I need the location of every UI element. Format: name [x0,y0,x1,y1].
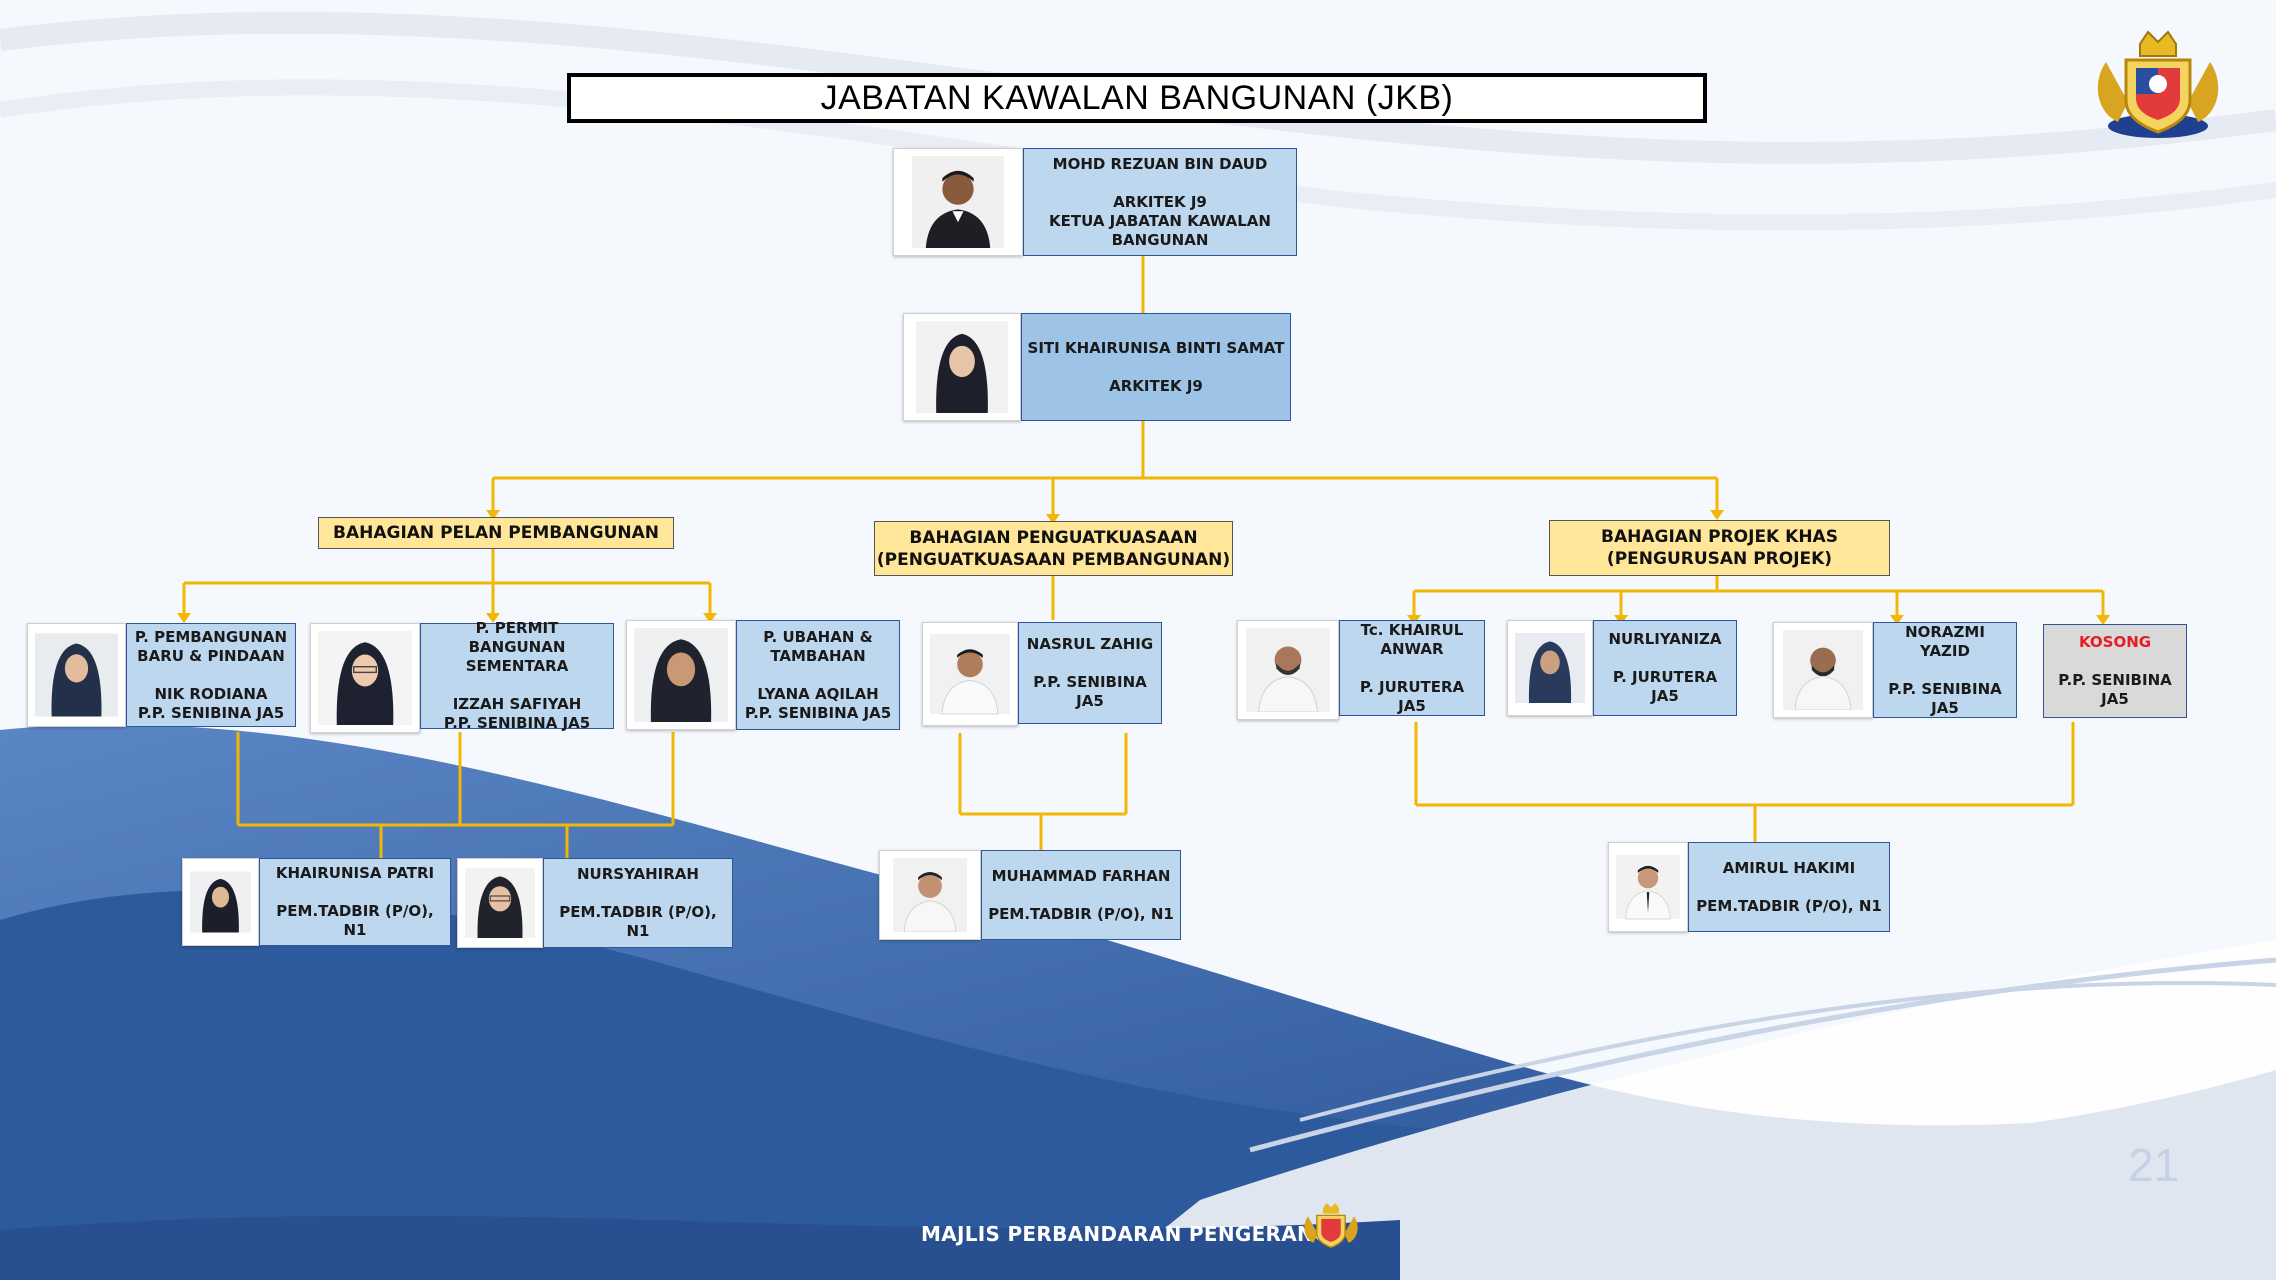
staff-card: P. PERMIT BANGUNAN SEMENTARA IZZAH SAFIY… [310,619,614,733]
person-photo-icon [1616,855,1680,920]
person-photo-icon [634,628,728,722]
clerk-name: NURSYAHIRAH [577,865,699,883]
deputy-photo [903,313,1021,421]
clerk-photo [1608,842,1688,932]
clerk-info: MUHAMMAD FARHAN PEM.TADBIR (P/O), N1 [981,850,1181,940]
staff-name: IZZAH SAFIYAH P.P. SENIBINA JA5 [443,695,591,732]
staff-card: NASRUL ZAHIG P.P. SENIBINA JA5 [922,622,1162,726]
staff-photo [1507,620,1593,716]
staff-card: P. PEMBANGUNAN BARU & PINDAAN NIK RODIAN… [27,623,296,727]
staff-photo [1237,620,1339,720]
staff-info: NASRUL ZAHIG P.P. SENIBINA JA5 [1018,622,1162,724]
clerk-card: NURSYAHIRAH PEM.TADBIR (P/O), N1 [457,858,733,948]
staff-info: P. UBAHAN & TAMBAHAN LYANA AQILAH P.P. S… [736,620,900,730]
section-title: BAHAGIAN PENGUATKUASAAN [909,527,1198,548]
clerk-role: PEM.TADBIR (P/O), N1 [559,903,717,940]
staff-card: P. UBAHAN & TAMBAHAN LYANA AQILAH P.P. S… [626,620,900,730]
staff-info: NURLIYANIZA P. JURUTERA JA5 [1593,620,1737,716]
deputy-card: SITI KHAIRUNISA BINTI SAMAT ARKITEK J9 [903,313,1291,421]
person-photo-icon [190,871,251,933]
staff-photo [310,623,420,733]
section-title: BAHAGIAN PROJEK KHAS [1601,527,1838,547]
person-photo-icon [465,868,535,938]
clerk-name: KHAIRUNISA PATRI [275,864,435,882]
staff-card: NORAZMI YAZID P.P. SENIBINA JA5 [1773,622,2017,718]
vacant-info: KOSONG P.P. SENIBINA JA5 [2043,624,2187,718]
person-photo-icon [1246,628,1330,712]
staff-title: Tc. KHAIRUL ANWAR [1360,620,1464,658]
staff-title: NASRUL ZAHIG [1026,635,1154,653]
staff-title: P. UBAHAN & TAMBAHAN [763,627,873,665]
staff-info: P. PERMIT BANGUNAN SEMENTARA IZZAH SAFIY… [420,619,614,732]
clerk-role: PEM.TADBIR (P/O), N1 [1696,896,1882,915]
page-number: 21 [2128,1139,2180,1191]
deputy-role: ARKITEK J9 [1109,376,1203,395]
staff-name: P.P. SENIBINA JA5 [1033,673,1147,710]
staff-card: NURLIYANIZA P. JURUTERA JA5 [1507,620,1737,716]
vacant-card: KOSONG P.P. SENIBINA JA5 [2043,624,2187,718]
section-subtitle: (PENGURUSAN PROJEK) [1606,549,1833,569]
staff-name: LYANA AQILAH P.P. SENIBINA JA5 [744,684,892,722]
staff-name: P. JURUTERA JA5 [1612,668,1718,705]
person-photo-icon [912,156,1004,248]
clerk-card: AMIRUL HAKIMI PEM.TADBIR (P/O), N1 [1608,842,1890,932]
staff-info: Tc. KHAIRUL ANWAR P. JURUTERA JA5 [1339,620,1485,716]
section-pelan-pembangunan: BAHAGIAN PELAN PEMBANGUNAN [318,517,674,549]
council-crest-logo [2097,30,2219,138]
vacant-label: KOSONG [2078,633,2152,651]
staff-title: NURLIYANIZA [1608,630,1722,648]
staff-photo [626,620,736,730]
staff-card: Tc. KHAIRUL ANWAR P. JURUTERA JA5 [1237,620,1485,720]
head-card: MOHD REZUAN BIN DAUD ARKITEK J9 KETUA JA… [893,148,1297,256]
staff-info: P. PEMBANGUNAN BARU & PINDAAN NIK RODIAN… [126,623,296,727]
clerk-photo [182,858,259,946]
section-title: BAHAGIAN PELAN PEMBANGUNAN [333,523,659,543]
clerk-info: KHAIRUNISA PATRI PEM.TADBIR (P/O), N1 [259,858,451,946]
staff-title: NORAZMI YAZID [1905,622,1985,660]
head-photo [893,148,1023,256]
clerk-photo [879,850,981,940]
person-photo-icon [318,631,412,725]
clerk-name: AMIRUL HAKIMI [1722,858,1856,877]
clerk-info: AMIRUL HAKIMI PEM.TADBIR (P/O), N1 [1688,842,1890,932]
staff-title: P. PEMBANGUNAN BARU & PINDAAN [134,627,288,665]
clerk-role: PEM.TADBIR (P/O), N1 [276,902,434,939]
staff-name: NIK RODIANA P.P. SENIBINA JA5 [137,684,285,722]
clerk-card: KHAIRUNISA PATRI PEM.TADBIR (P/O), N1 [182,858,451,946]
footer-council-name: MAJLIS PERBANDARAN PENGERANG [921,1222,1331,1246]
footer-crest-logo [1304,1202,1358,1248]
deputy-name: SITI KHAIRUNISA BINTI SAMAT [1027,338,1285,357]
person-photo-icon [1515,633,1585,703]
person-photo-icon [916,321,1008,413]
section-penguatkuasaan: BAHAGIAN PENGUATKUASAAN (PENGUATKUASAAN … [874,521,1233,576]
staff-photo [27,623,126,727]
person-photo-icon [930,634,1010,715]
person-photo-icon [893,858,967,932]
clerk-card: MUHAMMAD FARHAN PEM.TADBIR (P/O), N1 [879,850,1181,940]
staff-photo [1773,622,1873,718]
section-subtitle: (PENGUATKUASAAN PEMBANGUNAN) [876,549,1231,570]
person-photo-icon [35,633,118,717]
staff-title: P. PERMIT BANGUNAN SEMENTARA [465,619,569,675]
clerk-role: PEM.TADBIR (P/O), N1 [988,904,1174,923]
staff-name: P.P. SENIBINA JA5 [1888,679,2002,717]
head-info: MOHD REZUAN BIN DAUD ARKITEK J9 KETUA JA… [1023,148,1297,256]
staff-name: P. JURUTERA JA5 [1359,677,1465,715]
vacant-role: P.P. SENIBINA JA5 [2058,671,2172,708]
clerk-photo [457,858,543,948]
clerk-info: NURSYAHIRAH PEM.TADBIR (P/O), N1 [543,858,733,948]
head-name: MOHD REZUAN BIN DAUD [1052,154,1268,173]
section-projek-khas: BAHAGIAN PROJEK KHAS (PENGURUSAN PROJEK) [1549,520,1890,576]
staff-info: NORAZMI YAZID P.P. SENIBINA JA5 [1873,622,2017,718]
page-title: JABATAN KAWALAN BANGUNAN (JKB) [567,73,1707,123]
person-photo-icon [1783,630,1863,710]
head-role: ARKITEK J9 KETUA JABATAN KAWALAN BANGUNA… [1049,192,1271,249]
deputy-info: SITI KHAIRUNISA BINTI SAMAT ARKITEK J9 [1021,313,1291,421]
staff-photo [922,622,1018,726]
clerk-name: MUHAMMAD FARHAN [991,866,1171,885]
